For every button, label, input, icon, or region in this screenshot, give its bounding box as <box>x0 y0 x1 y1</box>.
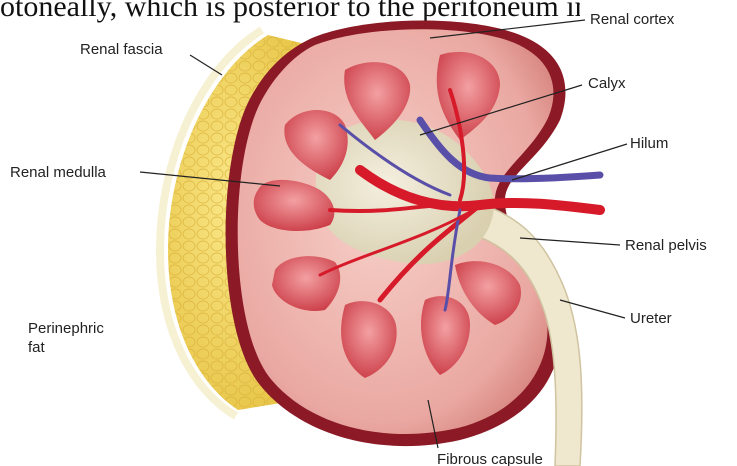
label-renal-pelvis: Renal pelvis <box>625 237 707 254</box>
label-perinephric-fat-line1: Perinephric <box>28 320 104 337</box>
label-renal-cortex: Renal cortex <box>590 11 675 28</box>
label-calyx: Calyx <box>588 75 626 92</box>
label-fibrous-capsule: Fibrous capsule <box>437 451 543 466</box>
label-perinephric-fat-line2: fat <box>28 339 46 356</box>
label-renal-fascia: Renal fascia <box>80 41 163 58</box>
label-renal-medulla: Renal medulla <box>10 164 107 181</box>
label-ureter: Ureter <box>630 310 672 327</box>
label-hilum: Hilum <box>630 135 668 152</box>
